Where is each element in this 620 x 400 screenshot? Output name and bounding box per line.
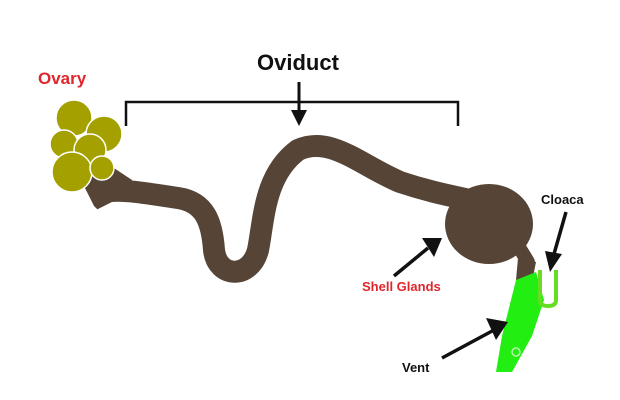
oviduct-arrow — [291, 82, 307, 126]
ovary-cluster — [49, 99, 123, 193]
oviduct-label: Oviduct — [257, 50, 339, 75]
shell-gland — [445, 184, 533, 264]
ovary-label: Ovary — [38, 69, 87, 88]
cloaca-label: Cloaca — [541, 192, 584, 207]
oviduct-bracket — [124, 100, 460, 126]
shell-glands-arrow — [392, 238, 442, 278]
shell-glands-label: Shell Glands — [362, 279, 441, 294]
vent-label: Vent — [402, 360, 430, 375]
cloaca-loop — [538, 270, 558, 309]
vent-opening — [511, 347, 521, 357]
vent-tube — [496, 272, 544, 372]
vent-arrow — [441, 318, 508, 360]
cloaca-arrow — [545, 211, 568, 272]
